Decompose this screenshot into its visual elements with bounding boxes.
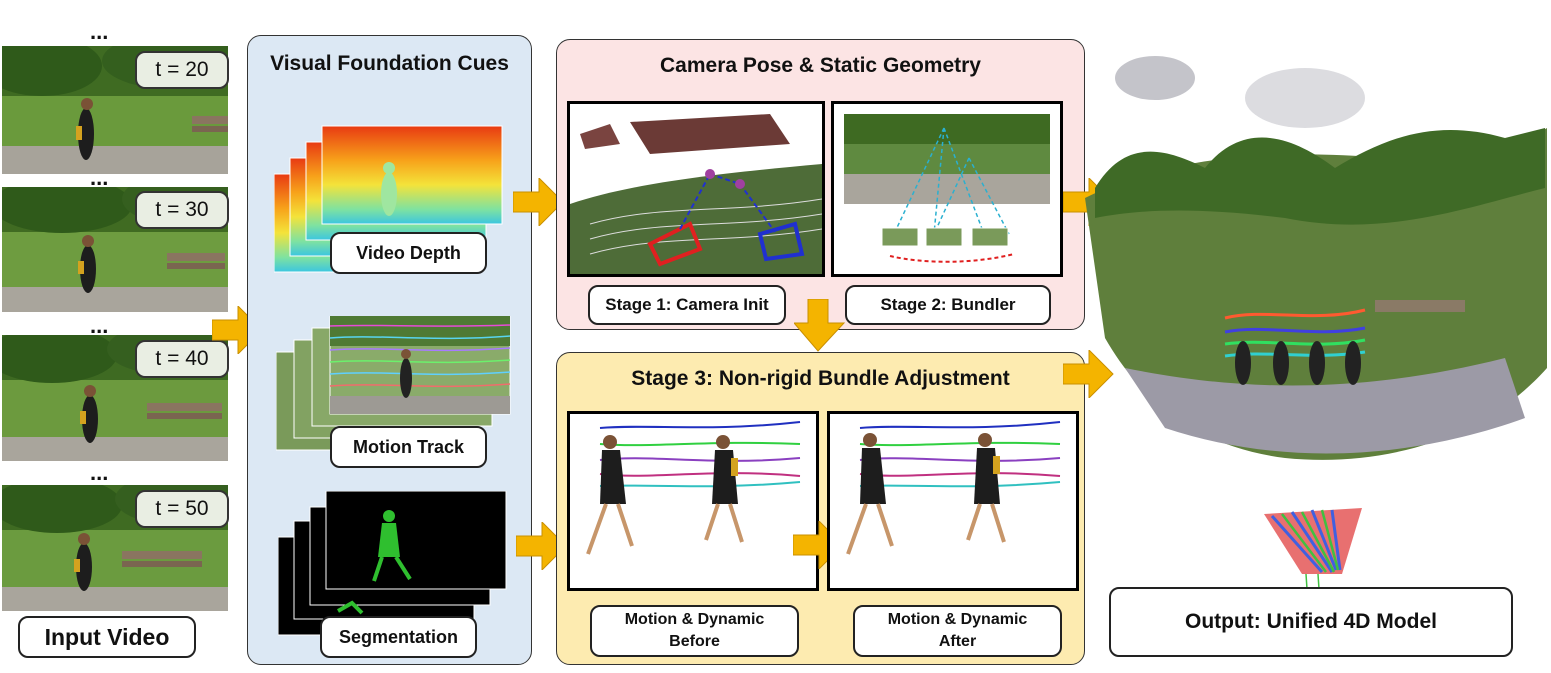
stage1-image xyxy=(567,101,825,277)
camera-init-visual xyxy=(570,104,822,274)
output-caption: Output: Unified 4D Model xyxy=(1109,587,1513,657)
arrow-down-icon xyxy=(794,299,846,352)
before-image xyxy=(567,411,819,591)
time-label-t20: t = 20 xyxy=(135,51,229,89)
motion-after-visual xyxy=(830,414,1076,588)
visual-foundation-cues-panel: Visual Foundation Cues Video Depth xyxy=(247,35,532,665)
nonrigid-panel: Stage 3: Non-rigid Bundle Adjustment xyxy=(556,352,1085,665)
before-label: Motion & Dynamic Before xyxy=(590,605,799,657)
before-label-line2: Before xyxy=(669,633,720,650)
ellipsis: ... xyxy=(90,165,109,190)
motion-track-image xyxy=(276,316,511,451)
time-label-t30: t = 30 xyxy=(135,191,229,229)
time-label-t50: t = 50 xyxy=(135,490,229,528)
input-video-caption: Input Video xyxy=(18,616,196,658)
camera-pose-panel: Camera Pose & Static Geometry xyxy=(556,39,1085,330)
stage2-image xyxy=(831,101,1063,277)
after-image xyxy=(827,411,1079,591)
arrow-right-icon xyxy=(516,522,567,570)
cues-title: Visual Foundation Cues xyxy=(270,52,509,75)
ellipsis: ... xyxy=(90,19,109,44)
stage2-label: Stage 2: Bundler xyxy=(845,285,1051,325)
after-label-line1: Motion & Dynamic xyxy=(887,611,1028,628)
before-label-line1: Motion & Dynamic xyxy=(624,611,765,628)
video-frame-t30 xyxy=(2,187,228,312)
time-label-t40: t = 40 xyxy=(135,340,229,378)
motion-before-visual xyxy=(570,414,816,588)
ellipsis: ... xyxy=(90,313,109,338)
video-depth-label: Video Depth xyxy=(330,232,487,274)
ellipsis: ... xyxy=(90,460,109,485)
bundler-visual xyxy=(834,104,1060,274)
segmentation-label: Segmentation xyxy=(320,616,477,658)
arrow-right-icon xyxy=(513,178,564,226)
after-label: Motion & Dynamic After xyxy=(853,605,1062,657)
unified-4d-point-cloud xyxy=(1085,56,1547,460)
motion-track-label: Motion Track xyxy=(330,426,487,468)
arrow-right-icon xyxy=(1063,350,1114,398)
nonrigid-title: Stage 3: Non-rigid Bundle Adjustment xyxy=(631,367,1010,390)
after-label-line2: After xyxy=(938,633,977,650)
frame-image xyxy=(2,187,228,312)
stage1-label: Stage 1: Camera Init xyxy=(588,285,786,325)
segmentation-image xyxy=(278,491,507,636)
camera-title: Camera Pose & Static Geometry xyxy=(660,54,981,77)
